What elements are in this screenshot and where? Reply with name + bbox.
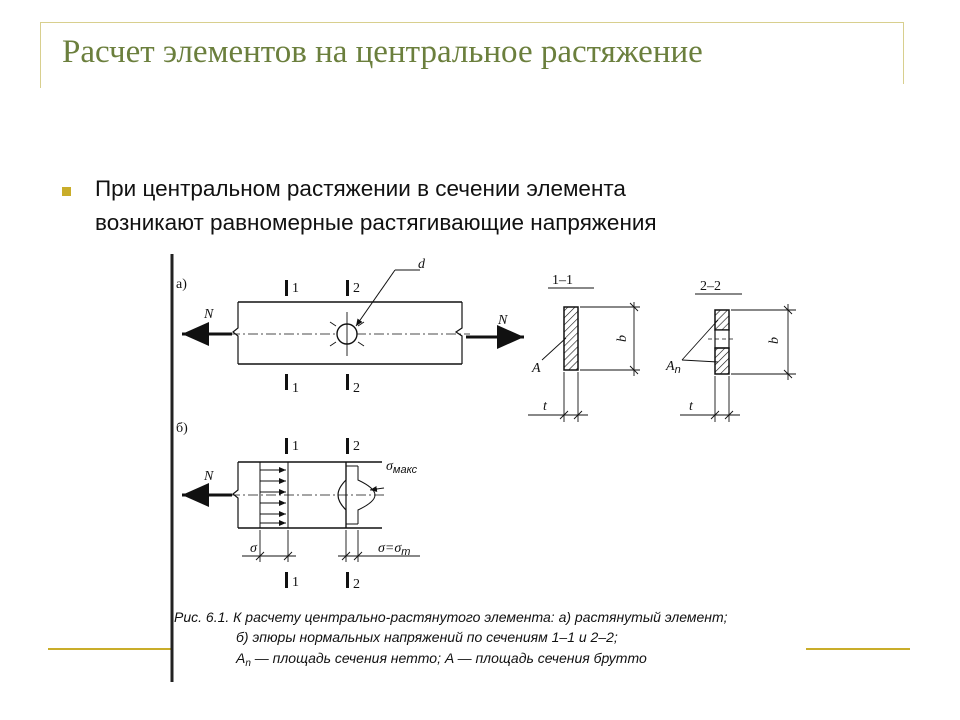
hole-diameter-label: d [418, 257, 426, 272]
force-label-left-b: N [203, 469, 214, 484]
section-11-title: 1–1 [552, 273, 573, 288]
section-2-label-top-b: 2 [353, 439, 360, 454]
dimension-t-22 [680, 376, 740, 422]
width-label-22: b [767, 337, 782, 344]
thickness-label-22: t [689, 399, 694, 414]
section-2-label-bottom: 2 [353, 381, 360, 396]
slide-title: Расчет элементов на центральное растяжен… [62, 34, 703, 70]
tension-plate [232, 301, 463, 365]
gross-section-11 [563, 306, 579, 371]
dimension-b-22 [731, 304, 796, 380]
sigma-label: σ [250, 541, 258, 556]
tension-element-figure: а) d N N 1 1 2 2 1–1 [170, 252, 810, 684]
panel-b-label: б) [176, 421, 188, 436]
net-area-label: An [665, 359, 681, 376]
footer-line-right [806, 648, 910, 650]
width-label-11: b [615, 335, 630, 342]
force-label-right: N [497, 313, 508, 328]
figure-caption-line-3: An — площадь сечения нетто; A — площадь … [235, 650, 647, 669]
hole-leader [355, 269, 396, 327]
section-marks-b [285, 438, 349, 588]
gross-area-label: A [531, 361, 541, 376]
dimension-t-11 [528, 372, 588, 422]
section-1-label-bottom: 1 [292, 381, 299, 396]
section-2-label-bottom-b: 2 [353, 577, 360, 592]
section-2-label-top: 2 [353, 281, 360, 296]
footer-line-left [48, 648, 172, 650]
net-stress-diagram [337, 462, 385, 528]
bullet-marker [62, 187, 71, 196]
figure-caption-line-2: б) эпюры нормальных напряжений по сечени… [236, 629, 618, 645]
section-1-label-top-b: 1 [292, 439, 299, 454]
uniform-stress-diagram [259, 462, 289, 528]
section-1-label-top: 1 [292, 281, 299, 296]
section-marks-a [285, 280, 349, 390]
thickness-label-11: t [543, 399, 548, 414]
section-22-title: 2–2 [700, 279, 721, 294]
sigma-max-label: σмакс [386, 459, 418, 476]
bullet-text-line-1: При центральном растяжении в сечении эле… [95, 176, 626, 201]
sigma-dimension [242, 530, 296, 562]
figure-caption-line-1: Рис. 6.1. К расчету центрально-растянуто… [174, 609, 728, 625]
panel-a-label: а) [176, 277, 187, 292]
sigma-m-label: σ=σm [378, 541, 410, 558]
section-1-label-bottom-b: 1 [292, 575, 299, 590]
force-label-left: N [203, 307, 214, 322]
frame-left-line [40, 22, 41, 88]
dimension-b-11 [580, 302, 640, 376]
bullet-text-line-2: возникают равномерные растягивающие напр… [95, 210, 657, 235]
frame-right-line [903, 22, 904, 84]
net-section-22 [708, 309, 736, 375]
sigma-m-dimension [338, 530, 420, 562]
stress-plate [232, 461, 382, 529]
figure-drawing: а) d N N 1 1 2 2 1–1 [170, 254, 796, 682]
frame-top-line [40, 22, 904, 23]
